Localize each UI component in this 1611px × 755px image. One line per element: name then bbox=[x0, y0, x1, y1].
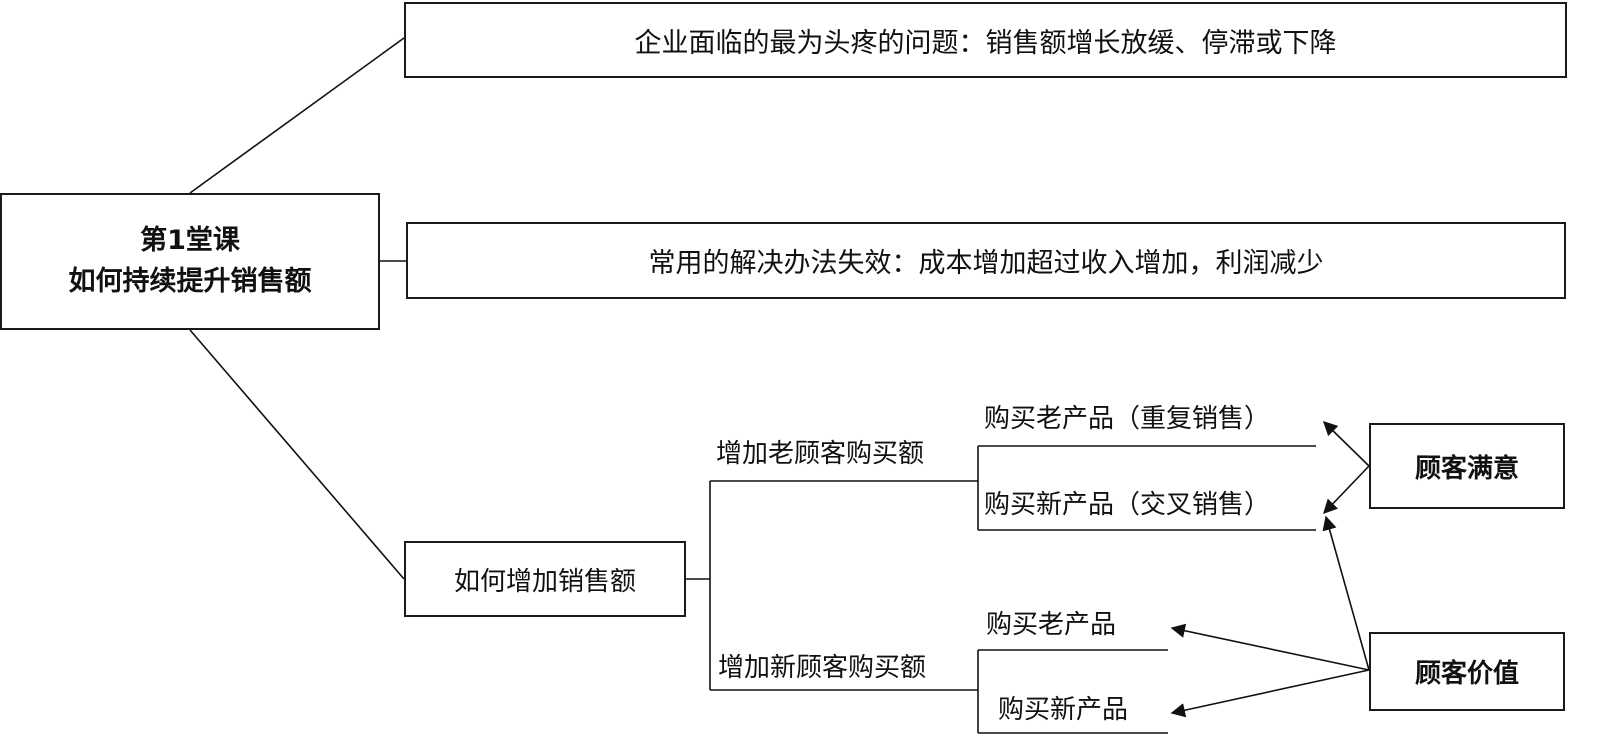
new-customers-label: 增加新顾客购买额 bbox=[718, 653, 927, 683]
how-to-text: 如何增加销售额 bbox=[453, 566, 636, 597]
satisfaction-node: 顾客满意 bbox=[1369, 423, 1565, 509]
failed-solution-text: 常用的解决办法失效：成本增加超过收入增加，利润减少 bbox=[648, 248, 1324, 279]
arrow-value-to-cross bbox=[1322, 515, 1370, 671]
connector-root-howto bbox=[189, 329, 405, 580]
new-item-new-product: 购买新产品 bbox=[998, 695, 1129, 725]
old-item-cross-sales: 购买新产品（交叉销售） bbox=[984, 490, 1271, 520]
arrow-satisfaction-to-cross bbox=[1323, 465, 1370, 515]
connector-root-problem bbox=[189, 37, 405, 194]
value-node: 顾客价值 bbox=[1369, 632, 1565, 711]
root-title-line2: 如何持续提升销售额 bbox=[68, 265, 312, 297]
problem-node: 企业面临的最为头疼的问题：销售额增长放缓、停滞或下降 bbox=[404, 2, 1567, 78]
old-item-repeat-sales: 购买老产品（重复销售） bbox=[984, 404, 1271, 434]
satisfaction-text: 顾客满意 bbox=[1414, 453, 1519, 484]
arrow-value-to-old-product bbox=[1170, 623, 1370, 671]
arrow-value-to-new-product bbox=[1170, 669, 1370, 718]
value-text: 顾客价值 bbox=[1414, 659, 1519, 689]
how-to-node: 如何增加销售额 bbox=[404, 541, 686, 617]
new-item-old-product: 购买老产品 bbox=[986, 610, 1117, 640]
failed-solution-node: 常用的解决办法失效：成本增加超过收入增加，利润减少 bbox=[406, 222, 1566, 299]
root-node: 第1堂课 如何持续提升销售额 bbox=[0, 193, 380, 330]
old-customers-label: 增加老顾客购买额 bbox=[716, 439, 925, 469]
root-title-line1: 第1堂课 bbox=[140, 225, 240, 256]
problem-text: 企业面临的最为头疼的问题：销售额增长放缓、停滞或下降 bbox=[634, 27, 1337, 59]
arrow-satisfaction-to-repeat bbox=[1322, 420, 1370, 467]
